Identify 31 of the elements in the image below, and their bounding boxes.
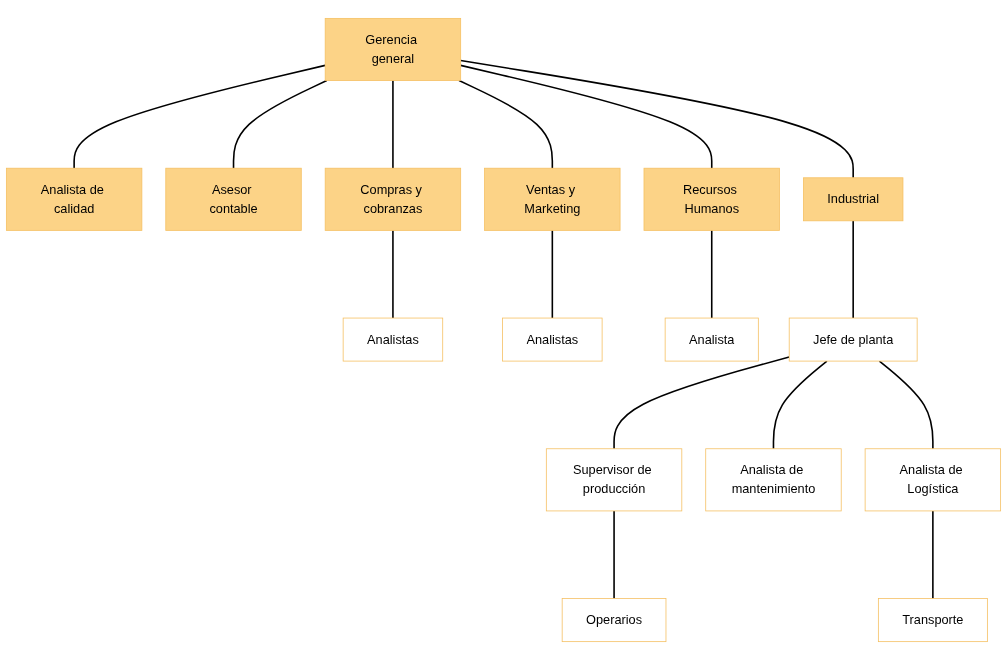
connector — [392, 230, 394, 320]
connector — [878, 360, 934, 451]
connector — [551, 230, 554, 320]
node-box: Jefe de planta — [788, 318, 918, 362]
node-box: Recursos Humanos — [643, 168, 780, 232]
node-box: Operarios — [561, 598, 667, 643]
node-box: Analista de Logística — [864, 448, 1001, 512]
connector — [710, 230, 713, 320]
connector — [232, 80, 328, 170]
node-box: Transporte — [877, 598, 988, 643]
connector — [459, 60, 854, 180]
connector — [852, 220, 854, 320]
connector — [392, 80, 394, 170]
connector — [932, 510, 934, 600]
node-box: Ventas y Marketing — [484, 168, 621, 232]
node-box: Gerencia general — [324, 18, 462, 82]
node-box: Asesor contable — [165, 168, 302, 232]
node-box: Industrial — [803, 177, 904, 222]
node-box: Analista de mantenimiento — [705, 448, 842, 512]
node-box: Analista de calidad — [5, 168, 143, 232]
node-box: Compras y cobranzas — [324, 168, 462, 232]
connector — [458, 80, 554, 170]
connector — [73, 65, 326, 170]
node-box: Supervisor de producción — [545, 448, 683, 512]
node-box: Analistas — [342, 318, 444, 362]
node-box: Analistas — [502, 318, 603, 362]
connector — [772, 360, 828, 451]
node-box: Analista — [664, 318, 759, 362]
connector — [613, 356, 790, 451]
connector — [459, 65, 713, 170]
connector — [613, 510, 615, 600]
